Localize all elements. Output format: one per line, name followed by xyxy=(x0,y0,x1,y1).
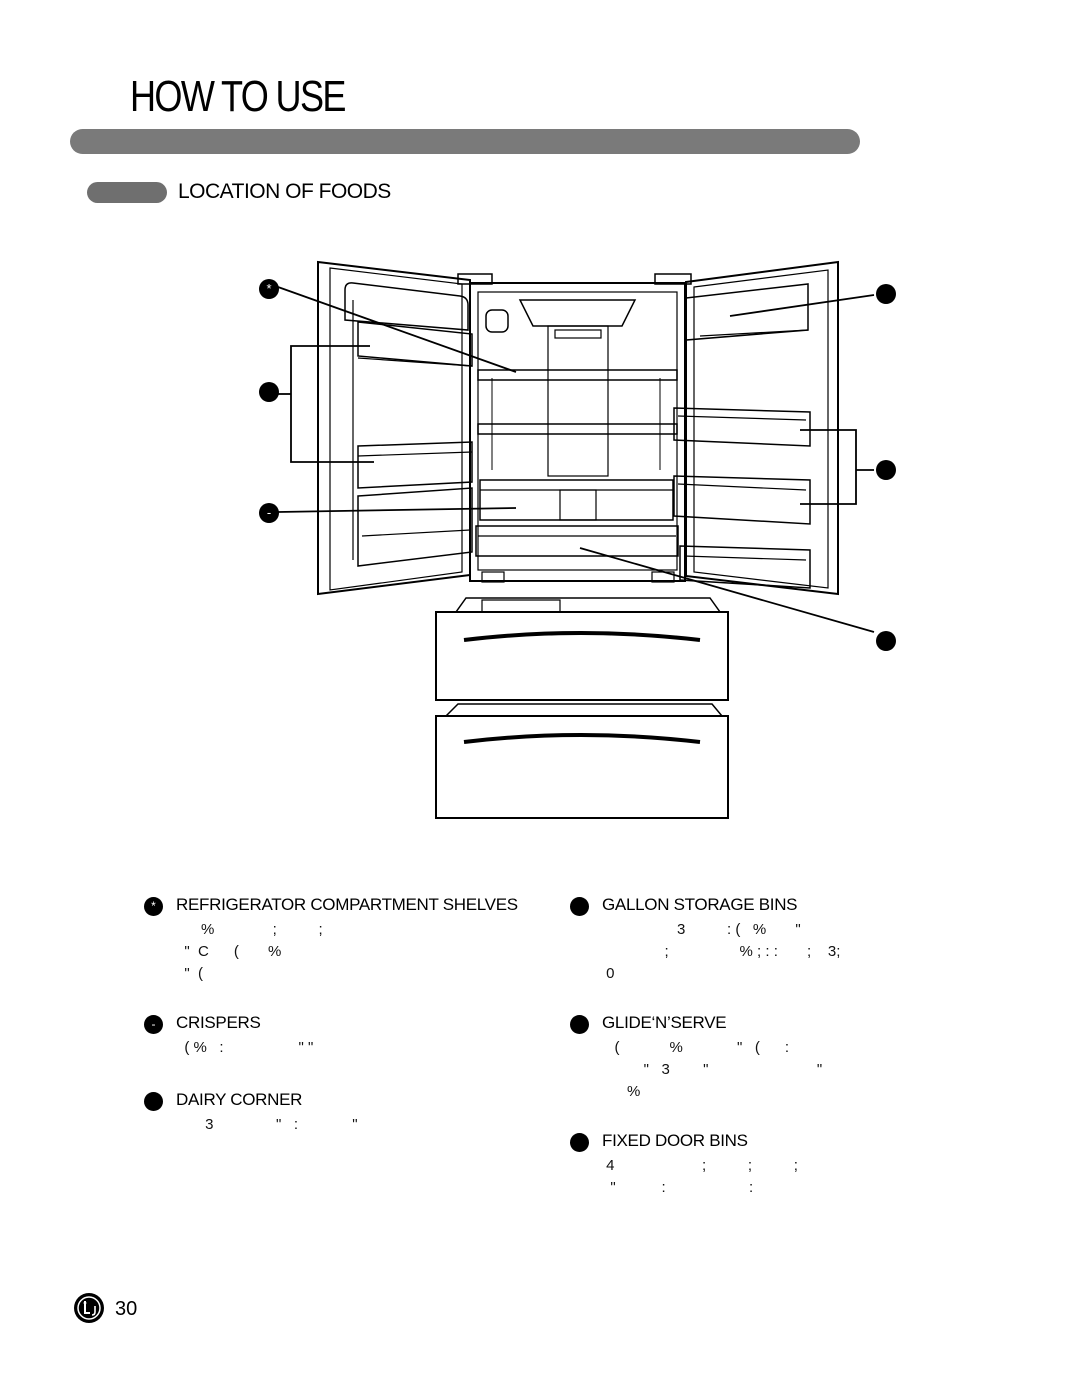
bullet: - xyxy=(144,1015,163,1034)
legend-title: DAIRY CORNER xyxy=(176,1090,303,1109)
bullet: * xyxy=(144,897,163,916)
bullet xyxy=(570,897,589,916)
legend-title: FIXED DOOR BINS xyxy=(602,1131,748,1150)
legend-title: GALLON STORAGE BINS xyxy=(602,895,798,914)
callout-gallon-bins xyxy=(876,460,896,480)
callout-shelves: * xyxy=(259,279,279,299)
callout-crispers: - xyxy=(259,503,279,523)
bullet xyxy=(570,1133,589,1152)
cabinet xyxy=(469,282,686,583)
title-bar xyxy=(70,129,860,154)
page-number: 30 xyxy=(115,1298,138,1320)
callout-glide-serve xyxy=(876,631,896,651)
legend-title: GLIDE‘N’SERVE xyxy=(602,1013,727,1032)
page-title: HOW TO USE xyxy=(130,72,346,121)
legend-body: 3 " : " xyxy=(176,1116,358,1133)
legend-body: 3 : ( % " ; % ; : : ; 3; 0 xyxy=(606,921,841,982)
left-door xyxy=(317,260,473,596)
callout-dairy xyxy=(259,382,279,402)
legend-body: 4 ; ; ; " : : xyxy=(606,1157,798,1196)
callout-dairy-corner xyxy=(876,284,896,304)
lg-logo-icon xyxy=(74,1293,104,1323)
legend-body: ( % : " " xyxy=(176,1039,314,1056)
section-title: LOCATION OF FOODS xyxy=(178,180,391,203)
legend-title: CRISPERS xyxy=(176,1013,261,1032)
legend-body: ( % " ( : " 3 " " % xyxy=(614,1039,823,1100)
bullet xyxy=(570,1015,589,1034)
refrigerator-diagram xyxy=(277,260,875,819)
right-door xyxy=(673,260,839,596)
section-pill xyxy=(87,182,167,203)
bullet xyxy=(144,1092,163,1111)
legend-body: % ; ; " C ( % " ( xyxy=(184,921,323,982)
legend-title: REFRIGERATOR COMPARTMENT SHELVES xyxy=(176,895,518,914)
freezer-drawer-upper xyxy=(435,597,729,701)
freezer-drawer-lower xyxy=(435,703,729,819)
